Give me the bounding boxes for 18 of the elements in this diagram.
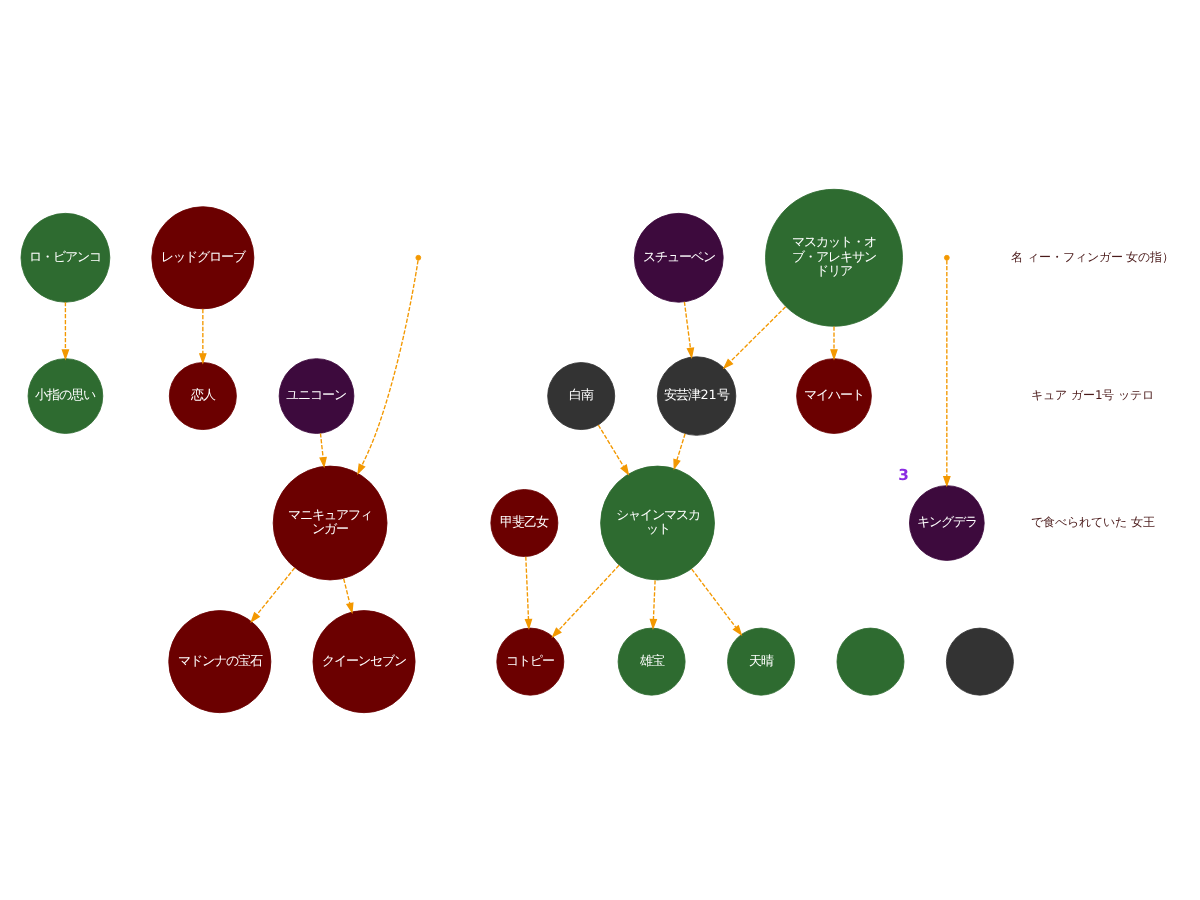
node-circle — [836, 626, 905, 695]
arrow — [61, 300, 70, 360]
arrow — [691, 567, 743, 636]
arrow — [597, 423, 630, 475]
arrow — [250, 566, 296, 623]
arrow — [942, 258, 951, 487]
arrow — [319, 431, 327, 468]
node-circle — [946, 626, 1014, 695]
arrow — [830, 324, 838, 360]
arrow — [673, 432, 686, 470]
arrow — [198, 307, 207, 364]
arrow — [649, 578, 658, 629]
arrow — [343, 577, 354, 614]
arrow — [357, 258, 419, 474]
arrow — [551, 563, 620, 638]
arrow — [524, 555, 533, 630]
arrow — [683, 300, 695, 358]
arrow — [722, 305, 787, 369]
